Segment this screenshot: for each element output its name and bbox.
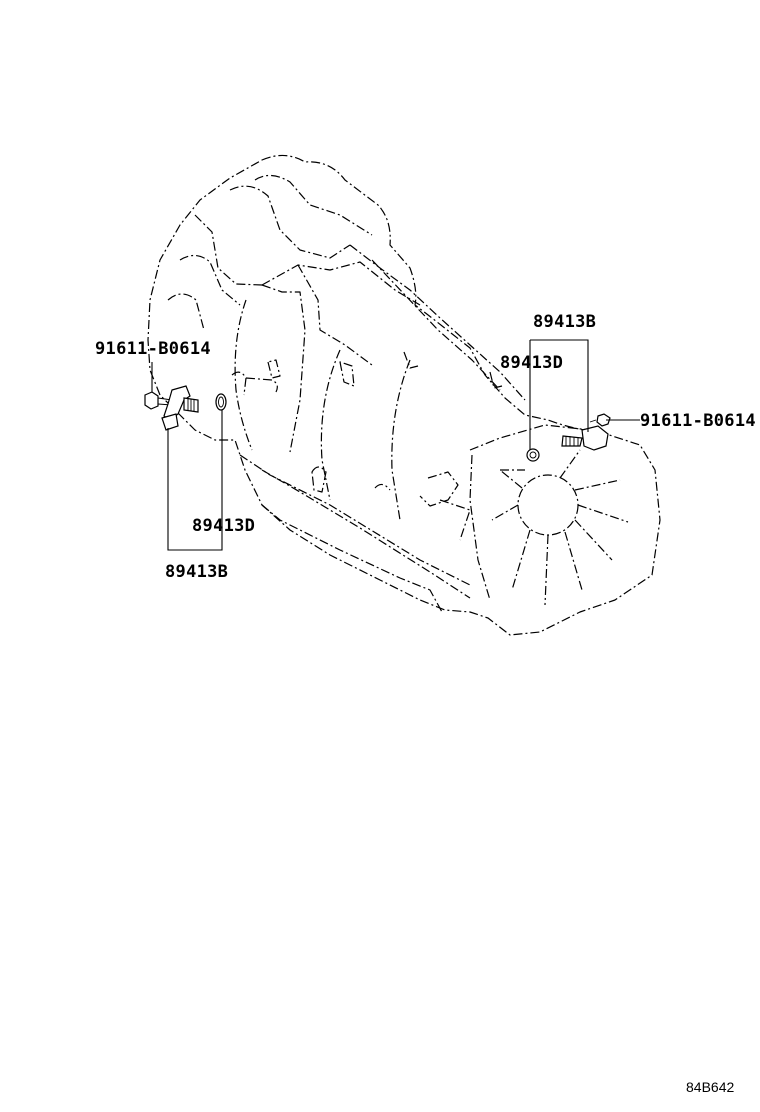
diagram-reference-code: 84B642 (686, 1079, 734, 1095)
label-left-bolt: 91611-B0614 (95, 339, 211, 359)
label-right-oring: 89413D (500, 353, 563, 373)
leader-lines (151, 339, 640, 551)
label-right-bolt: 91611-B0614 (640, 411, 756, 431)
label-right-sensor: 89413B (533, 312, 596, 332)
label-left-oring: 89413D (192, 516, 255, 536)
right-speed-sensor (526, 413, 611, 462)
left-speed-sensor (144, 385, 227, 431)
transmission-housing (147, 154, 661, 636)
label-left-sensor: 89413B (165, 562, 228, 582)
